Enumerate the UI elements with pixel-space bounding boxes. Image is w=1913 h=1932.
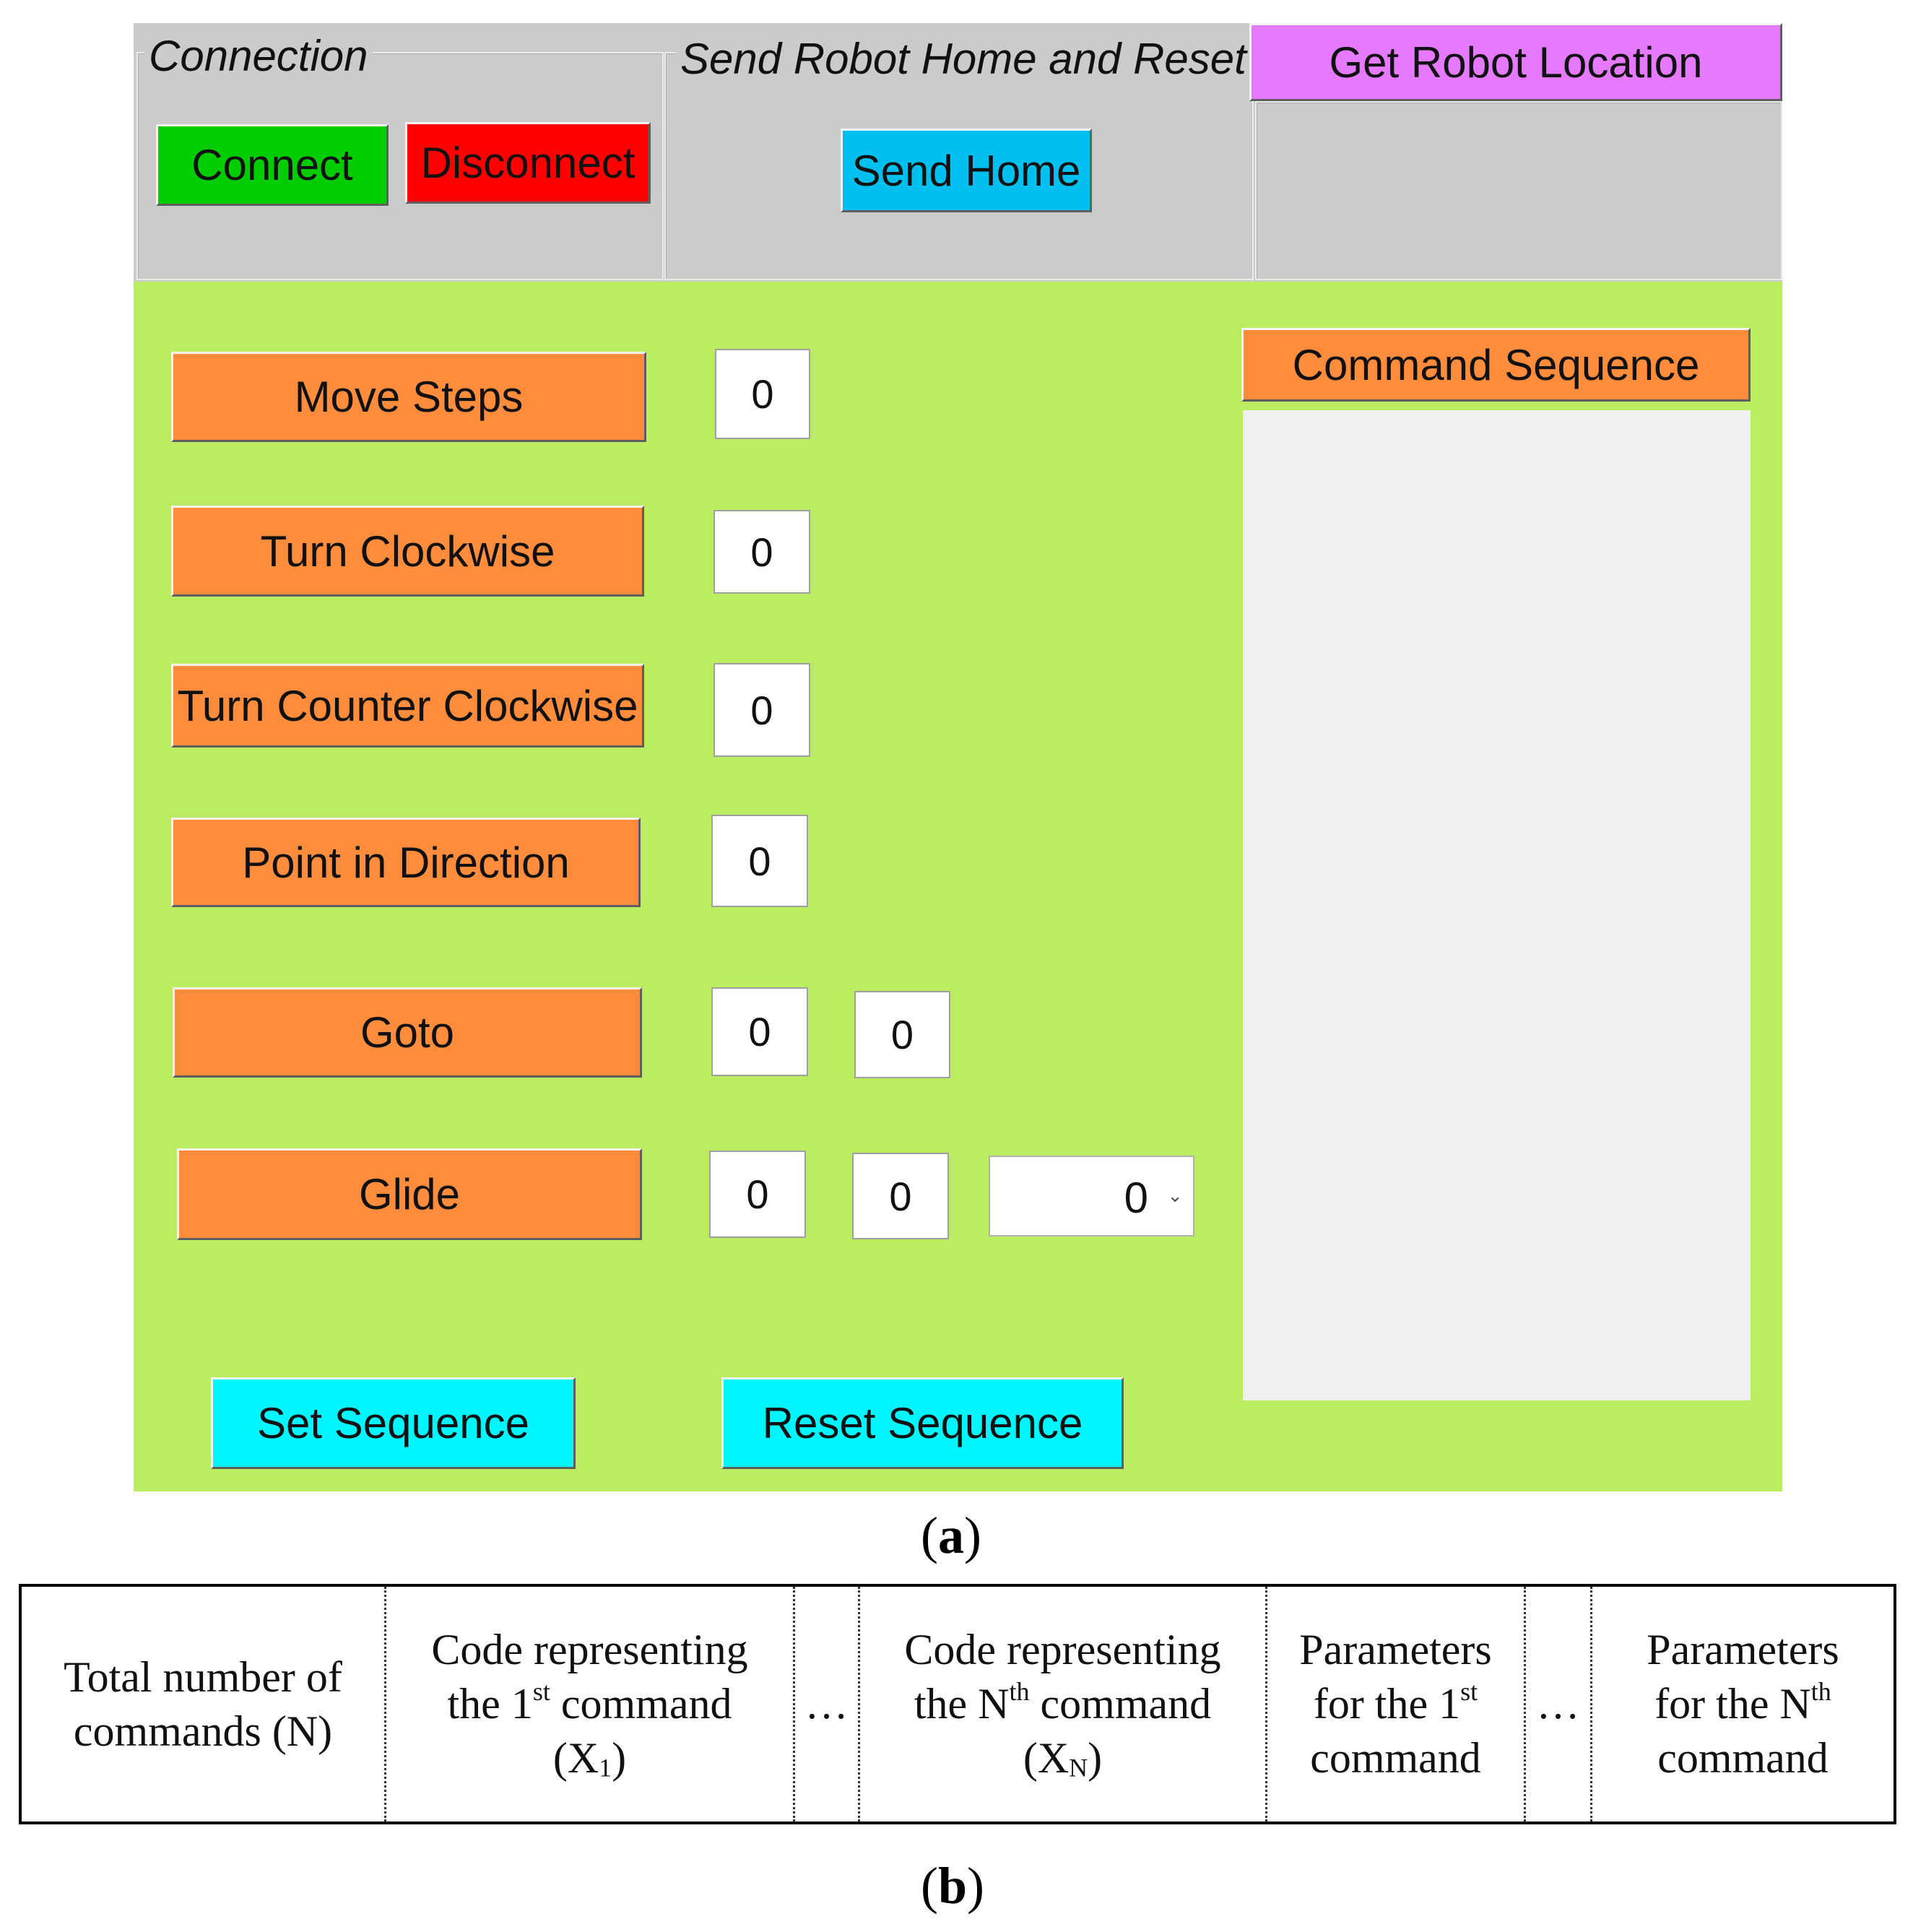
- glide-x-input[interactable]: 0: [709, 1151, 806, 1238]
- connect-button[interactable]: Connect: [156, 124, 389, 206]
- table-cell-total: Total number of commands (N): [22, 1587, 386, 1821]
- get-robot-location-button[interactable]: Get Robot Location: [1249, 23, 1782, 101]
- table-cell-params-first: Parameters for the 1st command: [1267, 1587, 1526, 1821]
- connection-group: [136, 52, 664, 280]
- move-steps-input[interactable]: 0: [715, 349, 810, 439]
- table-cell-text: …: [1536, 1680, 1580, 1728]
- send-home-legend: Send Robot Home and Reset: [676, 38, 1251, 81]
- table-cell-code-nth: Code representing the Nth command (XN): [860, 1587, 1267, 1821]
- goto-button[interactable]: Goto: [173, 987, 642, 1078]
- point-in-direction-input[interactable]: 0: [711, 815, 808, 907]
- glide-speed-dropdown[interactable]: 0 ⌄: [989, 1156, 1194, 1236]
- caption-b: (b): [921, 1857, 985, 1915]
- goto-x-input[interactable]: 0: [711, 987, 808, 1076]
- turn-counter-clockwise-input[interactable]: 0: [713, 663, 810, 757]
- reset-sequence-button[interactable]: Reset Sequence: [721, 1377, 1124, 1469]
- command-sequence-header: Command Sequence: [1241, 328, 1751, 402]
- table-cell-text: Parameters: [1647, 1626, 1839, 1673]
- turn-counter-clockwise-button[interactable]: Turn Counter Clockwise: [171, 664, 644, 748]
- table-cell-text: …: [804, 1680, 849, 1728]
- connection-legend: Connection: [144, 35, 373, 78]
- glide-button[interactable]: Glide: [177, 1148, 642, 1240]
- glide-speed-value: 0: [1124, 1174, 1148, 1222]
- location-group: [1255, 101, 1782, 280]
- table-cell-params-nth: Parameters for the Nth command: [1592, 1587, 1894, 1821]
- point-in-direction-button[interactable]: Point in Direction: [171, 818, 641, 907]
- turn-clockwise-input[interactable]: 0: [713, 510, 810, 594]
- table-cell-text: Code representing: [431, 1626, 748, 1673]
- caption-a: (a): [921, 1507, 981, 1564]
- move-steps-button[interactable]: Move Steps: [171, 352, 646, 442]
- turn-clockwise-button[interactable]: Turn Clockwise: [171, 506, 644, 597]
- goto-y-input[interactable]: 0: [854, 991, 950, 1078]
- glide-y-input[interactable]: 0: [852, 1153, 949, 1239]
- table-cell-text: Parameters: [1299, 1626, 1492, 1673]
- command-sequence-list[interactable]: [1243, 410, 1751, 1400]
- table-cell-code-first: Code representing the 1st command (X1): [386, 1587, 795, 1821]
- command-format-table: Total number of commands (N) Code repres…: [19, 1584, 1896, 1824]
- chevron-down-icon: ⌄: [1167, 1184, 1183, 1206]
- set-sequence-button[interactable]: Set Sequence: [211, 1377, 576, 1469]
- send-home-button[interactable]: Send Home: [841, 129, 1092, 212]
- table-cell-text: Code representing: [904, 1626, 1221, 1673]
- table-cell-text: Total number of commands (N): [64, 1652, 342, 1755]
- disconnect-button[interactable]: Disconnect: [405, 122, 651, 204]
- table-cell-ellipsis: …: [795, 1587, 860, 1821]
- table-cell-ellipsis: …: [1526, 1587, 1592, 1821]
